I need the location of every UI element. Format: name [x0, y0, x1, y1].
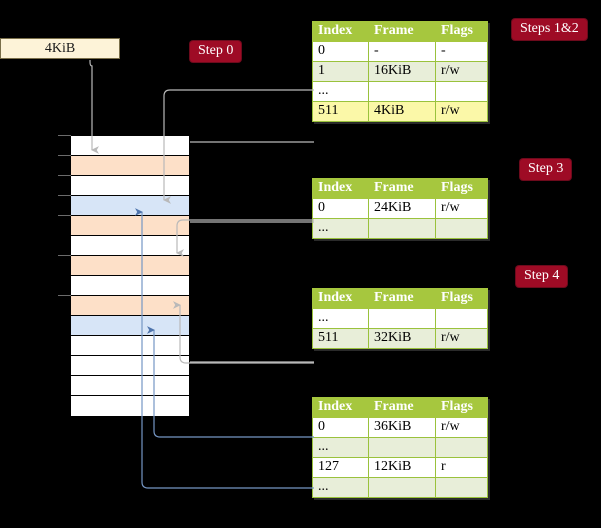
cell-index: 0	[312, 417, 369, 438]
table-row: 0--	[312, 41, 488, 62]
step-badge-step-0: Step 0	[190, 41, 242, 62]
cell-flags: r/w	[435, 417, 488, 438]
cell-frame: 24KiB	[368, 198, 436, 219]
wire-l3-to-memory	[176, 219, 314, 257]
cell-frame: -	[368, 41, 436, 62]
column-header-index: Index	[312, 178, 369, 199]
cell-flags	[435, 477, 488, 498]
memory-frame-row	[71, 276, 189, 296]
cell-flags	[435, 437, 488, 458]
cell-index: ...	[312, 477, 369, 498]
column-header-index: Index	[312, 21, 369, 42]
column-header-index: Index	[312, 397, 369, 418]
cell-frame	[368, 81, 436, 102]
table-row: ...	[312, 477, 488, 498]
column-header-flags: Flags	[435, 288, 488, 309]
cell-index: 0	[312, 198, 369, 219]
cell-frame	[368, 437, 436, 458]
memory-frame-row	[71, 376, 189, 396]
column-header-frame: Frame	[368, 288, 436, 309]
memory-frame-row	[71, 176, 189, 196]
table-row: ...	[312, 81, 488, 102]
memory-tick-mark	[58, 255, 71, 256]
column-header-frame: Frame	[368, 397, 436, 418]
cell-flags: r/w	[435, 101, 488, 122]
cell-index: 511	[312, 328, 369, 349]
cell-flags: r/w	[435, 61, 488, 82]
memory-tick-mark	[58, 155, 71, 156]
cell-index: ...	[312, 81, 369, 102]
cell-flags	[435, 308, 488, 329]
cell-index: 0	[312, 41, 369, 62]
memory-tick-mark	[58, 135, 71, 136]
column-header-flags: Flags	[435, 397, 488, 418]
cell-flags: r	[435, 457, 488, 478]
cell-flags	[435, 218, 488, 239]
column-header-flags: Flags	[435, 21, 488, 42]
memory-frame-row	[71, 136, 189, 156]
cell-frame: 32KiB	[368, 328, 436, 349]
memory-frame-row	[71, 336, 189, 356]
cell-index: 1	[312, 61, 369, 82]
column-header-frame: Frame	[368, 21, 436, 42]
memory-frame-row	[71, 236, 189, 256]
memory-frame-row	[71, 156, 189, 176]
table-row: ...	[312, 437, 488, 458]
memory-frame-row	[71, 316, 189, 336]
cell-index: ...	[312, 437, 369, 458]
step-badge-steps-1-2: Steps 1&2	[512, 19, 587, 40]
memory-frame-row	[71, 196, 189, 216]
memory-frame-row	[71, 396, 189, 416]
cell-flags: r/w	[435, 198, 488, 219]
memory-tick-mark	[58, 175, 71, 176]
memory-tick-mark	[58, 195, 71, 196]
cell-index: 127	[312, 457, 369, 478]
cell-frame: 4KiB	[368, 101, 436, 122]
cell-index: 511	[312, 101, 369, 122]
cell-frame	[368, 477, 436, 498]
wire-l2-to-memory	[172, 301, 314, 364]
step-badge-step-4: Step 4	[516, 266, 568, 287]
physical-memory-column	[70, 135, 190, 416]
cell-index: ...	[312, 308, 369, 329]
cell-frame	[368, 308, 436, 329]
memory-frame-row	[71, 296, 189, 316]
cell-flags: r/w	[435, 328, 488, 349]
column-header-frame: Frame	[368, 178, 436, 199]
cell-index: ...	[312, 218, 369, 239]
step-badge-step-3: Step 3	[520, 159, 572, 180]
cell-flags: -	[435, 41, 488, 62]
memory-tick-mark	[58, 215, 71, 216]
table-row: ...	[312, 308, 488, 329]
column-header-index: Index	[312, 288, 369, 309]
memory-frame-row	[71, 256, 189, 276]
column-header-flags: Flags	[435, 178, 488, 199]
source-frame-label: 4KiB	[44, 40, 76, 56]
cell-frame: 16KiB	[368, 61, 436, 82]
memory-frame-row	[71, 216, 189, 236]
table-row: ...	[312, 218, 488, 239]
cell-frame: 12KiB	[368, 457, 436, 478]
cell-frame: 36KiB	[368, 417, 436, 438]
memory-frame-row	[71, 356, 189, 376]
cell-flags	[435, 81, 488, 102]
cell-frame	[368, 218, 436, 239]
memory-tick-mark	[58, 295, 71, 296]
source-frame-box: 4KiB	[0, 38, 120, 59]
